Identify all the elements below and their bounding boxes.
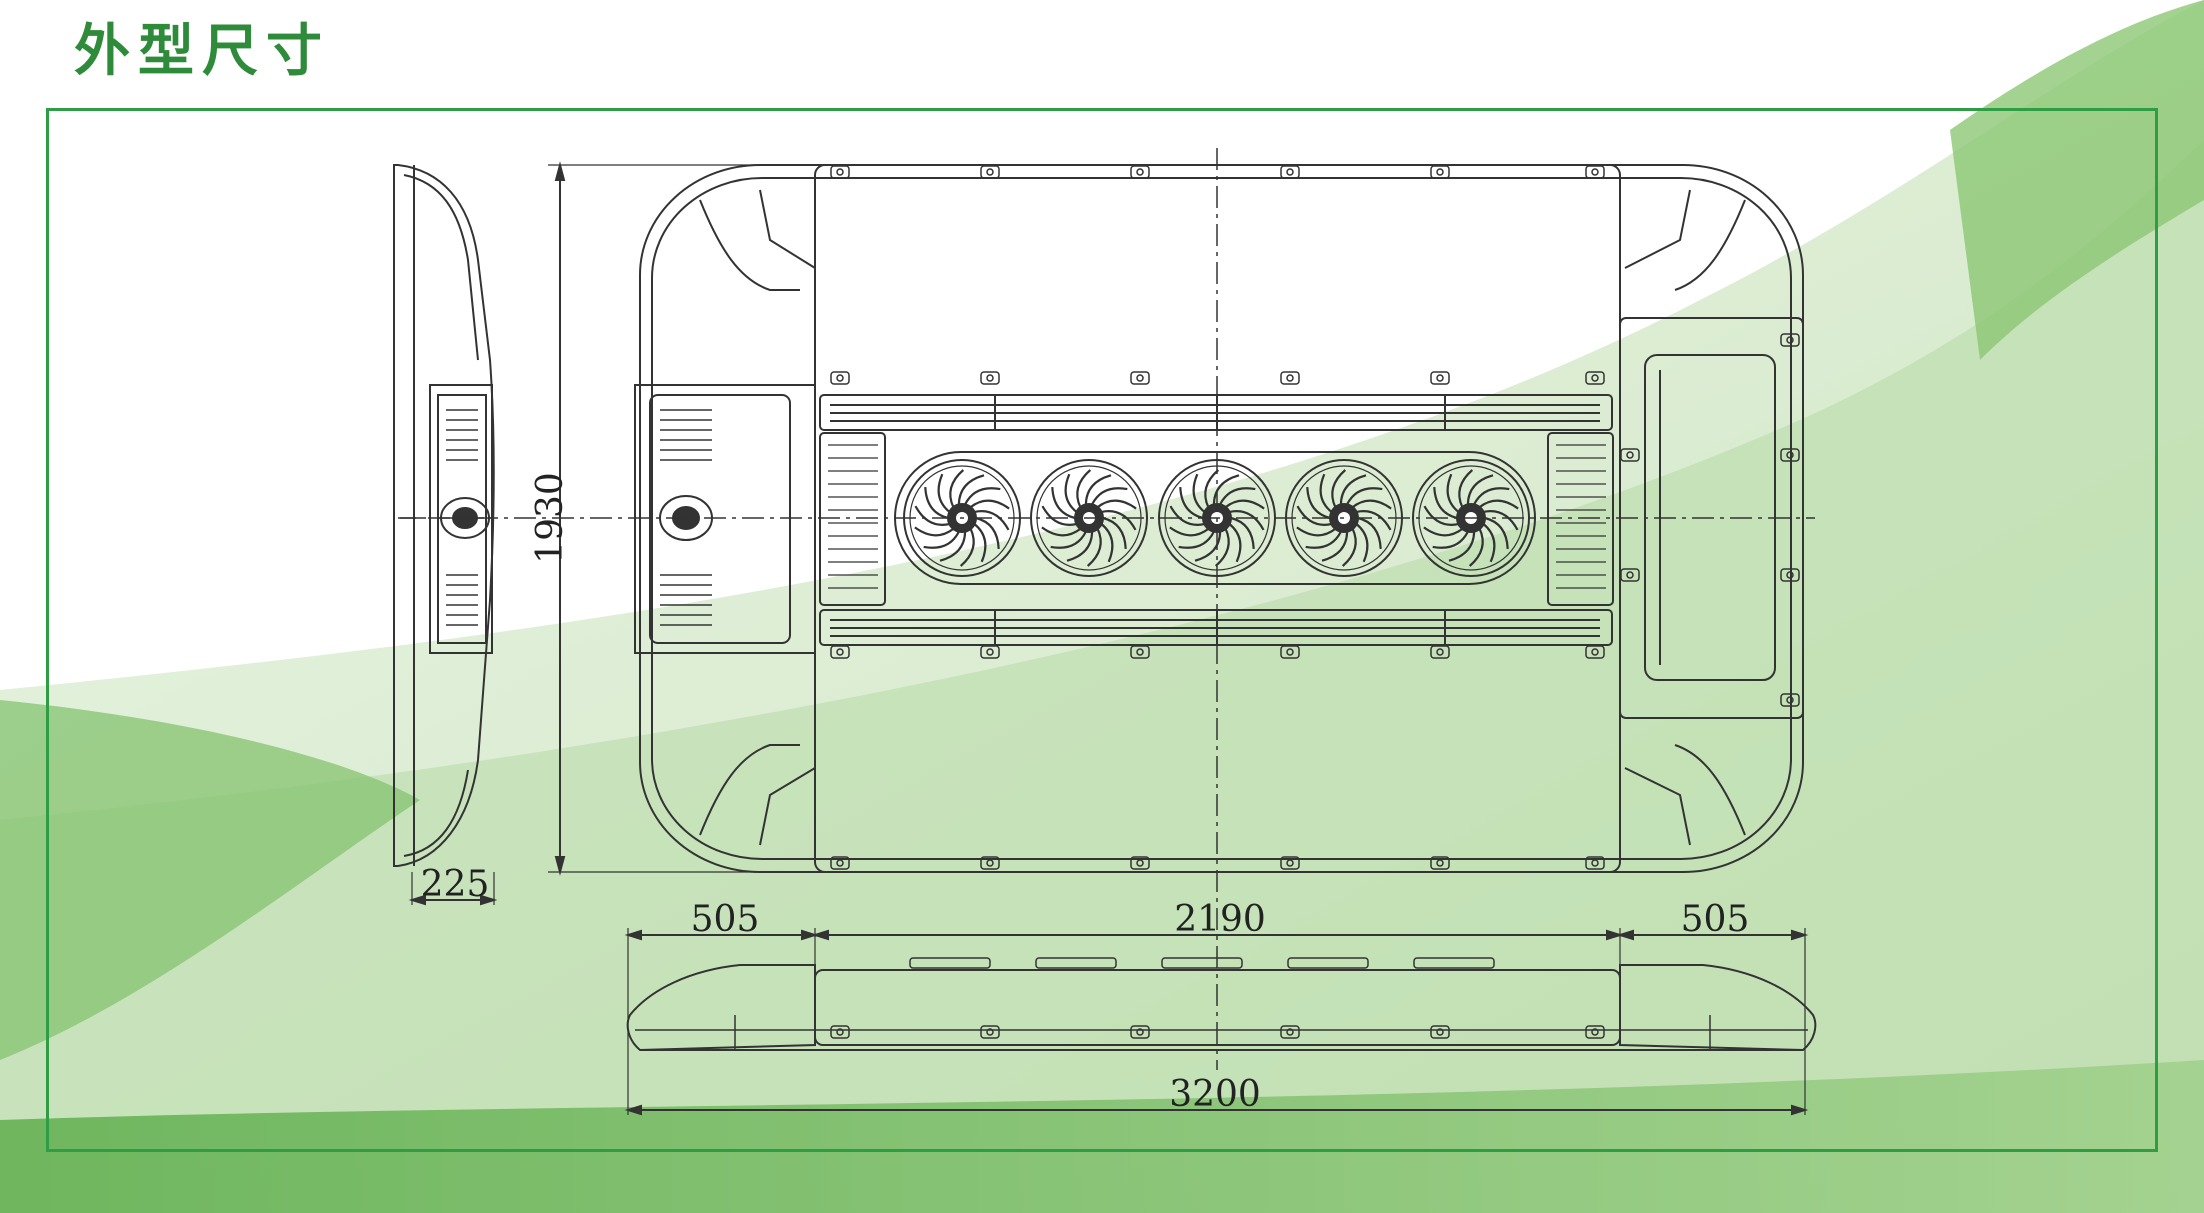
bolt-icon [980, 1025, 1000, 1039]
bolt-icon [830, 165, 850, 179]
fan-array [903, 459, 1530, 577]
bolt-icon [1280, 856, 1300, 870]
bolt-icon [830, 1025, 850, 1039]
bolt-icon [1585, 645, 1605, 659]
dim-right-label: 505 [1681, 899, 1750, 940]
front-view [626, 957, 1817, 1052]
bolt-icon [1280, 165, 1300, 179]
bolt-icon [1585, 1025, 1605, 1039]
bolt-icon [1585, 856, 1605, 870]
bolt-icon [830, 371, 850, 385]
dim-center-label: 2190 [1174, 899, 1266, 940]
bolt-icon [830, 645, 850, 659]
bolt-icon [1585, 165, 1605, 179]
bolt-icon [1130, 1025, 1150, 1039]
bolt-icon [1585, 371, 1605, 385]
bolt-icon [1130, 371, 1150, 385]
bolt-icon [980, 856, 1000, 870]
upper-grille [819, 394, 1613, 431]
bolt-icon [830, 856, 850, 870]
lower-grille [819, 609, 1613, 646]
bolt-icon [1280, 371, 1300, 385]
dimension-3200: 3200 [624, 1074, 1809, 1116]
bolt-icon [1430, 165, 1450, 179]
side-view [393, 164, 498, 867]
bolt-icon [1620, 568, 1640, 582]
bolt-icon [1780, 448, 1800, 462]
dim-depth-label: 225 [421, 864, 490, 905]
bolt-icon [1430, 1025, 1450, 1039]
bolt-icon [1280, 1025, 1300, 1039]
bolt-icon [980, 371, 1000, 385]
drawing-frame [46, 108, 2158, 1152]
page-title: 外型尺寸 [74, 19, 330, 84]
dimension-225: 225 [408, 864, 498, 906]
bolt-icon [1430, 371, 1450, 385]
bolt-icon [1430, 856, 1450, 870]
bolt-icon [1130, 165, 1150, 179]
bolt-icon [980, 165, 1000, 179]
dimension-chain: 505 2190 505 [624, 899, 1809, 1115]
dim-left-label: 505 [691, 899, 760, 940]
top-view [400, 148, 1815, 1070]
bolt-icon [1780, 568, 1800, 582]
bolt-icon [1780, 333, 1800, 347]
bolt-icon [1780, 693, 1800, 707]
bolt-icon [1280, 645, 1300, 659]
mounting-bolts [830, 165, 1800, 870]
bolt-icon [1130, 856, 1150, 870]
bolt-icon [980, 645, 1000, 659]
bolt-icon [1620, 448, 1640, 462]
dim-total-label: 3200 [1169, 1074, 1261, 1115]
bolt-icon [1130, 645, 1150, 659]
bolt-icon [1430, 645, 1450, 659]
front-mounting-bolts [830, 1025, 1605, 1039]
